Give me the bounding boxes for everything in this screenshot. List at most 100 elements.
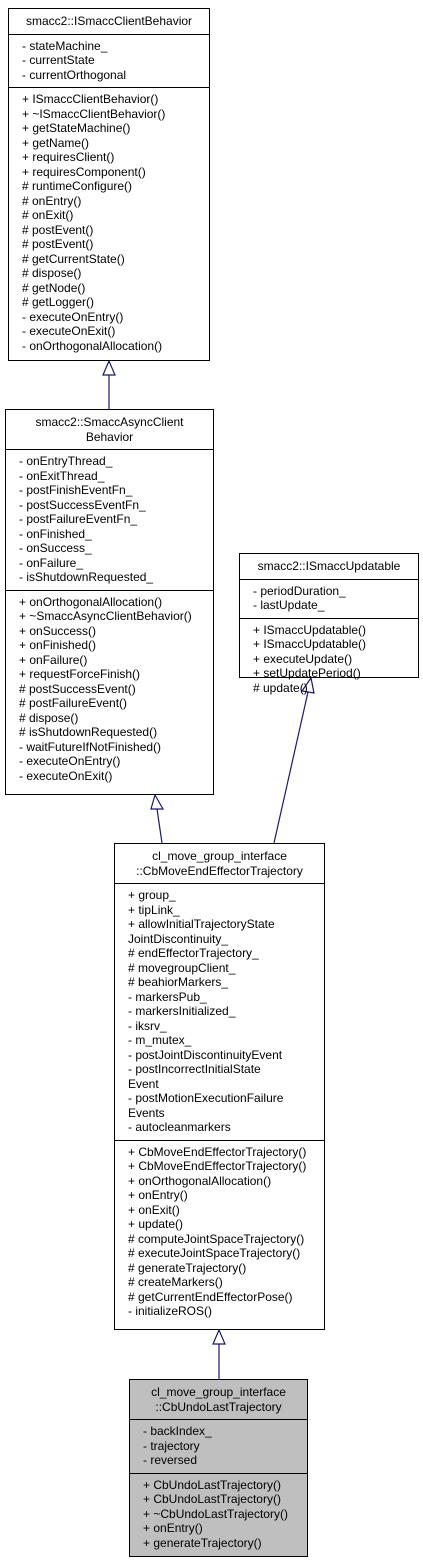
- inherit-arrowhead-clientbehavior: [102, 359, 116, 376]
- member-line: - markersPub_: [128, 989, 207, 1004]
- member-line: - markersInitialized_: [128, 1004, 236, 1018]
- member-line: # endEffectorTrajectory_: [128, 946, 259, 960]
- member-line: + ~CbUndoLastTrajectory(): [143, 1506, 288, 1521]
- member-line: # executeJointSpaceTrajectory(): [128, 1246, 301, 1260]
- class-title: smacc2::ISmaccClientBehavior: [9, 9, 209, 34]
- member-line: + group_: [128, 888, 176, 902]
- member-line: + onExit(): [128, 1202, 180, 1217]
- member-line: - onFinished_: [19, 526, 92, 541]
- attributes-section: - onEntryThread_- onExitThread_- postFin…: [6, 449, 213, 590]
- member-line: - postFailureEventFn_: [19, 512, 138, 526]
- methods-section: + ISmaccUpdatable()+ ISmaccUpdatable()+ …: [240, 617, 418, 701]
- methods-section: + CbMoveEndEffectorTrajectory()+ CbMoveE…: [115, 1139, 324, 1324]
- member-line: + ISmaccUpdatable(): [253, 622, 367, 637]
- member-line: # getLogger(): [22, 295, 95, 309]
- inherit-arrowhead-updatable: [300, 676, 315, 694]
- member-line: + ~SmaccAsyncClientBehavior(): [19, 609, 192, 623]
- member-line: + onSuccess(): [19, 623, 97, 638]
- member-line: + tipLink_: [128, 902, 180, 917]
- methods-section: + onOrthogonalAllocation()+ ~SmaccAsyncC…: [6, 589, 213, 789]
- class-cb-move-end-effector-trajectory[interactable]: cl_move_group_interface::CbMoveEndEffect…: [114, 843, 325, 1330]
- member-line: - lastUpdate_: [253, 598, 325, 612]
- member-line: - executeOnExit(): [22, 324, 116, 338]
- member-line: # dispose(): [22, 266, 82, 280]
- member-line: + ISmaccClientBehavior(): [22, 92, 159, 106]
- member-line: # getCurrentEndEffectorPose(): [128, 1289, 293, 1304]
- member-line: - iksrv_: [128, 1018, 167, 1033]
- member-line: # postEvent(): [22, 237, 94, 251]
- member-line: - onSuccess_: [19, 541, 92, 555]
- member-line: - executeOnExit(): [19, 768, 113, 783]
- member-line: # computeJointSpaceTrajectory(): [128, 1231, 305, 1246]
- inherit-arrowhead-async: [150, 793, 165, 810]
- member-line: - postJointDiscontinuityEvent: [128, 1047, 283, 1062]
- member-line: - postFinishEventFn_: [19, 483, 133, 497]
- member-line: + requiresComponent(): [22, 164, 146, 179]
- class-cb-undo-last-trajectory[interactable]: cl_move_group_interface::CbUndoLastTraje…: [129, 1379, 308, 1557]
- member-line: Events: [128, 1105, 165, 1120]
- member-line: + onOrthogonalAllocation(): [19, 594, 163, 609]
- member-line: + onFailure(): [19, 652, 88, 667]
- class-name-line: ::CbMoveEndEffectorTrajectory: [136, 863, 303, 878]
- member-line: - periodDuration_: [253, 583, 346, 598]
- member-line: - reversed: [143, 1453, 198, 1467]
- class-title: smacc2::ISmaccUpdatable: [240, 554, 418, 579]
- member-line: # dispose(): [19, 710, 79, 725]
- methods-section: + CbUndoLastTrajectory()+ CbUndoLastTraj…: [130, 1472, 307, 1556]
- class-title: cl_move_group_interface::CbMoveEndEffect…: [115, 844, 324, 883]
- member-line: + executeUpdate(): [253, 651, 353, 666]
- member-line: # getNode(): [22, 280, 86, 295]
- member-line: # runtimeConfigure(): [22, 179, 133, 193]
- member-line: - backIndex_: [143, 1424, 212, 1438]
- member-line: + onEntry(): [128, 1188, 188, 1202]
- member-line: + CbUndoLastTrajectory(): [143, 1477, 281, 1492]
- class-ismacc-client-behavior[interactable]: smacc2::ISmaccClientBehavior - stateMach…: [8, 8, 210, 361]
- attributes-section: + group_+ tipLink_+ allowInitialTrajecto…: [115, 883, 324, 1140]
- class-ismacc-updatable[interactable]: smacc2::ISmaccUpdatable - periodDuration…: [239, 553, 419, 695]
- member-line: + CbMoveEndEffectorTrajectory(): [128, 1144, 307, 1159]
- member-line: + setUpdatePeriod(): [253, 666, 361, 680]
- class-name-line: cl_move_group_interface: [151, 1385, 286, 1399]
- member-line: Event: [128, 1076, 159, 1091]
- class-name-line: smacc2::ISmaccClientBehavior: [25, 14, 193, 28]
- member-line: # onEntry(): [22, 193, 82, 208]
- member-line: - waitFutureIfNotFinished(): [19, 739, 162, 754]
- member-line: # movegroupClient_: [128, 960, 236, 975]
- member-line: + ~ISmaccClientBehavior(): [22, 106, 166, 121]
- member-line: + allowInitialTrajectoryState: [128, 917, 275, 931]
- inherit-arrowhead-moveee: [212, 1328, 226, 1345]
- member-line: # postSuccessEvent(): [19, 681, 136, 696]
- member-line: # createMarkers(): [128, 1275, 223, 1289]
- member-line: + requestForceFinish(): [19, 667, 141, 681]
- member-line: + getName(): [22, 135, 90, 150]
- member-line: - postIncorrectInitialState: [128, 1062, 261, 1076]
- member-line: + onOrthogonalAllocation(): [128, 1173, 272, 1188]
- member-line: + ISmaccUpdatable(): [253, 637, 367, 651]
- member-line: - onEntryThread_: [19, 454, 113, 468]
- member-line: - executeOnEntry(): [19, 754, 121, 768]
- member-line: # postEvent(): [22, 222, 94, 237]
- member-line: - currentOrthogonal: [22, 67, 127, 82]
- member-line: - initializeROS(): [128, 1304, 213, 1318]
- member-line: # isShutdownRequested(): [19, 725, 158, 739]
- member-line: # postFailureEvent(): [19, 696, 128, 710]
- class-title: cl_move_group_interface::CbUndoLastTraje…: [130, 1380, 307, 1419]
- class-name-line: smacc2::ISmaccUpdatable: [257, 559, 401, 573]
- member-line: - postSuccessEventFn_: [19, 497, 146, 512]
- member-line: + requiresClient(): [22, 150, 115, 164]
- member-line: # getCurrentState(): [22, 251, 125, 266]
- member-line: + getStateMachine(): [22, 121, 131, 135]
- member-line: JointDiscontinuity_: [128, 931, 229, 946]
- member-line: + CbMoveEndEffectorTrajectory(): [128, 1159, 307, 1173]
- member-line: + CbUndoLastTrajectory(): [143, 1492, 281, 1506]
- member-line: # onExit(): [22, 208, 74, 222]
- methods-section: + ISmaccClientBehavior()+ ~ISmaccClientB…: [9, 87, 209, 358]
- member-line: - currentState: [22, 53, 95, 67]
- class-name-line: ::CbUndoLastTrajectory: [155, 1399, 282, 1414]
- member-line: - executeOnEntry(): [22, 309, 124, 324]
- member-line: - autocleanmarkers: [128, 1120, 231, 1134]
- member-line: + generateTrajectory(): [143, 1535, 262, 1550]
